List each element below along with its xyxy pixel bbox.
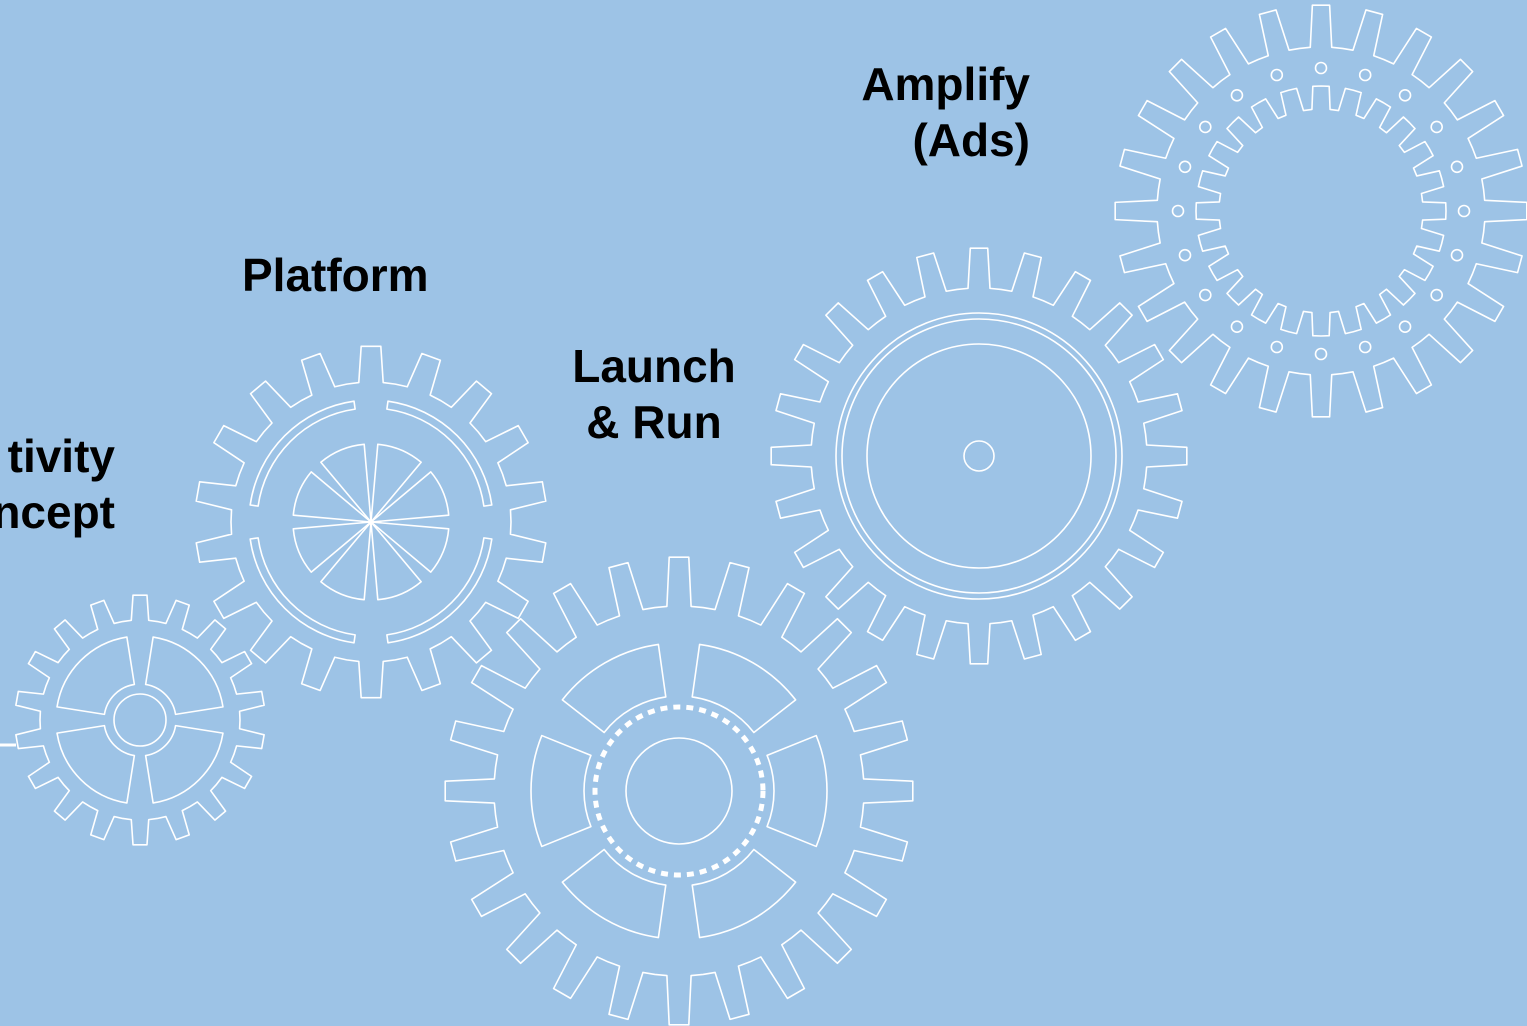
ads-gear-hole (1199, 288, 1212, 302)
creativity-gear-icon (0, 594, 265, 846)
creativity-gear-window (144, 724, 224, 804)
ads-gear-hole (1450, 248, 1464, 262)
platform-gear-spoke-window (292, 521, 372, 573)
platform-gear-rim-segment (249, 400, 356, 507)
launch-run-label: Launch & Run (566, 338, 742, 450)
platform-gear-rim-segment (386, 537, 493, 644)
creativity-gear-window (144, 636, 224, 716)
amplify-gear-outer-ring (835, 312, 1123, 600)
ads-gear-hole (1358, 68, 1372, 82)
creativity-gear-hub (113, 693, 167, 747)
launch-gear-outline (444, 556, 914, 1026)
launch-gear-icon (444, 556, 914, 1026)
launch-label-line2: & Run (586, 396, 722, 448)
amplify-label-line1: Amplify (861, 58, 1030, 110)
amplify-ads-label: Amplify (Ads) (861, 56, 1030, 168)
ads-gear-hole (1230, 89, 1244, 102)
platform-gear-spoke-window (370, 521, 450, 573)
ads-gear-hole (1398, 89, 1412, 102)
ads-gear-hole (1178, 160, 1192, 174)
amplify-gear-icon (770, 247, 1188, 665)
platform-label-line1: Platform (242, 249, 429, 301)
creativity-label-line1: tivity (7, 430, 115, 482)
creativity-label-line2: ncept (0, 486, 115, 538)
amplify-gear-outline (770, 247, 1188, 665)
ads-gear-hole (1430, 120, 1443, 134)
platform-gear-spoke-window (320, 521, 372, 601)
ads-gear-hole (1230, 320, 1244, 333)
creativity-gear-outline (15, 594, 265, 846)
launch-label-line1: Launch (572, 340, 736, 392)
launch-gear-window (691, 848, 797, 939)
platform-gear-rim-segment (386, 400, 493, 507)
ads-gear-hole (1450, 160, 1464, 174)
ads-gear-hole (1398, 320, 1412, 333)
launch-gear-dashed-ring (592, 704, 766, 878)
amplify-gear-hub (963, 440, 995, 472)
launch-gear-hub (625, 737, 733, 845)
platform-label: Platform (242, 247, 429, 303)
launch-gear-window (561, 848, 667, 939)
platform-gear-spoke-window (370, 471, 450, 523)
ads-gear-hole (1430, 288, 1443, 302)
launch-gear-window (691, 643, 797, 734)
ads-gear-outline (1114, 4, 1527, 418)
launch-gear-window (766, 734, 828, 848)
ads-gear-hole (1314, 61, 1328, 75)
ads-gear-hole (1358, 340, 1372, 354)
launch-gear-window (561, 643, 667, 734)
ads-gear-hole (1270, 340, 1284, 354)
ads-gear-hole (1178, 248, 1192, 262)
ads-gear-hole (1270, 68, 1284, 82)
platform-gear-spoke-window (320, 443, 372, 523)
creativity-gear-window (56, 724, 136, 804)
creativity-gear-window (56, 636, 136, 716)
amplify-gear-inner-ring (866, 343, 1092, 569)
amplify-gear-outer-ring-inner (841, 318, 1117, 594)
platform-gear-icon (195, 345, 547, 699)
ads-gear-hole (1171, 204, 1185, 218)
launch-gear-window (530, 734, 592, 848)
ads-gear-hole (1199, 120, 1212, 134)
amplify-label-line2: (Ads) (912, 114, 1030, 166)
platform-gear-rim-segment (249, 537, 356, 644)
ads-gear-hole (1314, 347, 1328, 361)
creativity-concept-label: tivity ncept (0, 428, 115, 540)
ads-gear-icon (1114, 4, 1527, 418)
platform-gear-spoke-window (370, 443, 422, 523)
platform-gear-outline (195, 345, 547, 699)
ads-gear-hole (1457, 204, 1471, 218)
platform-gear-spoke-window (370, 521, 422, 601)
platform-gear-spoke-window (292, 471, 372, 523)
ads-gear-inner-teeth (1195, 85, 1447, 337)
